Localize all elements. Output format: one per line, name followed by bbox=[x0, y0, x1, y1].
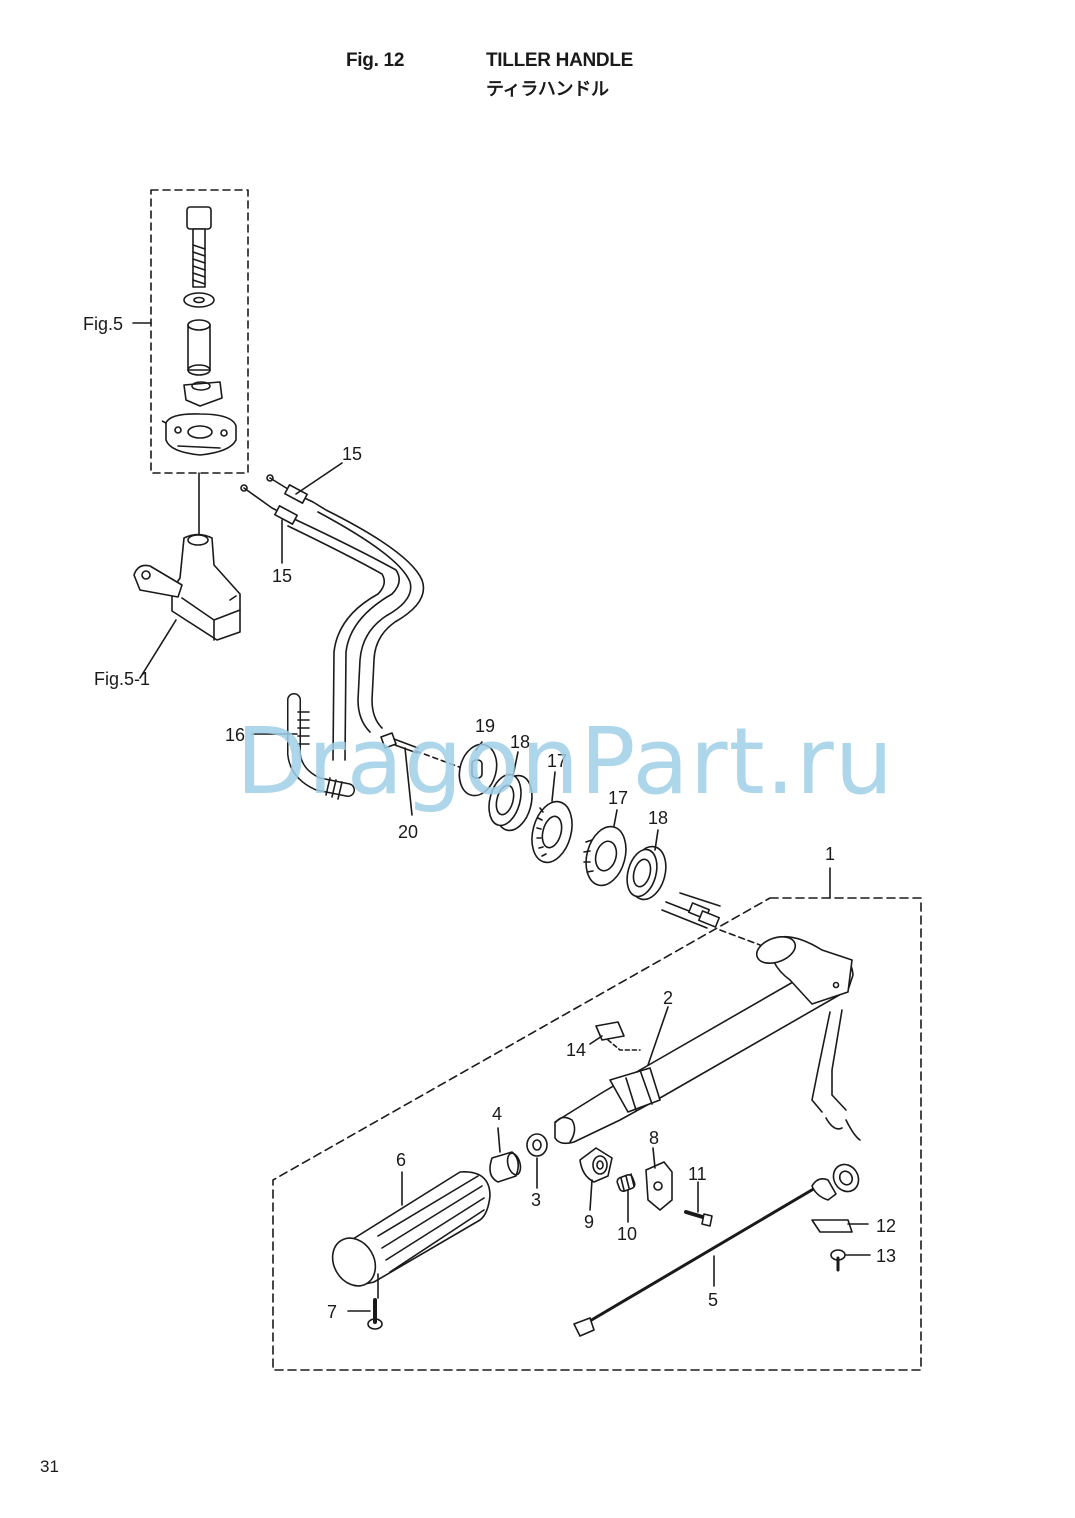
callout-18-left: 18 bbox=[510, 732, 530, 752]
callout-17-left: 17 bbox=[547, 751, 567, 771]
figure-number: Fig. 12 bbox=[346, 50, 405, 71]
tiller-arm bbox=[554, 935, 861, 1145]
clip-12 bbox=[811, 1219, 869, 1233]
screw-11 bbox=[684, 1210, 713, 1227]
screw-7 bbox=[347, 1298, 383, 1330]
reference-labels: Fig.5 Fig.5-1 bbox=[83, 314, 150, 689]
spring-10 bbox=[616, 1173, 636, 1192]
callout-16: 16 bbox=[225, 725, 245, 745]
callout-20: 20 bbox=[398, 822, 418, 842]
washer-3 bbox=[526, 1133, 548, 1157]
bushing bbox=[187, 319, 211, 376]
callout-7: 7 bbox=[327, 1302, 337, 1322]
callout-14: 14 bbox=[566, 1040, 586, 1060]
callout-18-right: 18 bbox=[648, 808, 668, 828]
ref-fig5-1: Fig.5-1 bbox=[94, 669, 150, 689]
callout-13: 13 bbox=[876, 1246, 896, 1266]
screw-13 bbox=[830, 1249, 871, 1272]
page-number: 31 bbox=[40, 1457, 59, 1476]
fig5-1-bracket bbox=[133, 533, 241, 641]
cable-connectors bbox=[661, 892, 761, 946]
callout-numbers: 1 2 3 4 5 6 7 8 9 10 11 12 13 14 15 15 1… bbox=[225, 444, 896, 1322]
diagram-title-japanese: ティラハンドル bbox=[486, 79, 609, 100]
pivot-bolt bbox=[186, 206, 212, 288]
bushing-17b bbox=[583, 825, 627, 887]
callout-9: 9 bbox=[584, 1212, 594, 1232]
callout-12: 12 bbox=[876, 1216, 896, 1236]
adapter-4 bbox=[489, 1151, 522, 1183]
callout-3: 3 bbox=[531, 1190, 541, 1210]
steering-bracket bbox=[159, 413, 237, 456]
diagram-title: TILLER HANDLE bbox=[486, 50, 634, 71]
throttle-grip bbox=[331, 1171, 491, 1287]
callout-19: 19 bbox=[475, 716, 495, 736]
cam-9 bbox=[579, 1147, 613, 1183]
collar bbox=[183, 381, 223, 407]
callout-15-top: 15 bbox=[342, 444, 362, 464]
callout-1: 1 bbox=[825, 844, 835, 864]
callout-17-right: 17 bbox=[608, 788, 628, 808]
callout-15-bottom: 15 bbox=[272, 566, 292, 586]
pipe-16 bbox=[287, 693, 355, 800]
callout-8: 8 bbox=[649, 1128, 659, 1148]
watermark: DragonPart.ru bbox=[236, 708, 895, 815]
callout-10: 10 bbox=[617, 1224, 637, 1244]
bushing-17a bbox=[531, 800, 573, 864]
screw-20 bbox=[380, 732, 419, 754]
callout-11: 11 bbox=[688, 1164, 707, 1184]
callout-4: 4 bbox=[492, 1104, 502, 1124]
callout-6: 6 bbox=[396, 1150, 406, 1170]
collar-18b bbox=[626, 845, 667, 901]
bracket-8 bbox=[645, 1161, 673, 1211]
washer bbox=[183, 292, 215, 308]
ref-fig5: Fig.5 bbox=[83, 314, 123, 334]
callout-2: 2 bbox=[663, 988, 673, 1008]
control-rod-5 bbox=[573, 1163, 860, 1337]
callout-5: 5 bbox=[708, 1290, 718, 1310]
plate-19 bbox=[458, 743, 498, 797]
throttle-cables bbox=[240, 474, 425, 761]
decal-14 bbox=[595, 1021, 641, 1051]
fig5-reference-box bbox=[150, 189, 249, 474]
collar-18 bbox=[488, 773, 533, 832]
